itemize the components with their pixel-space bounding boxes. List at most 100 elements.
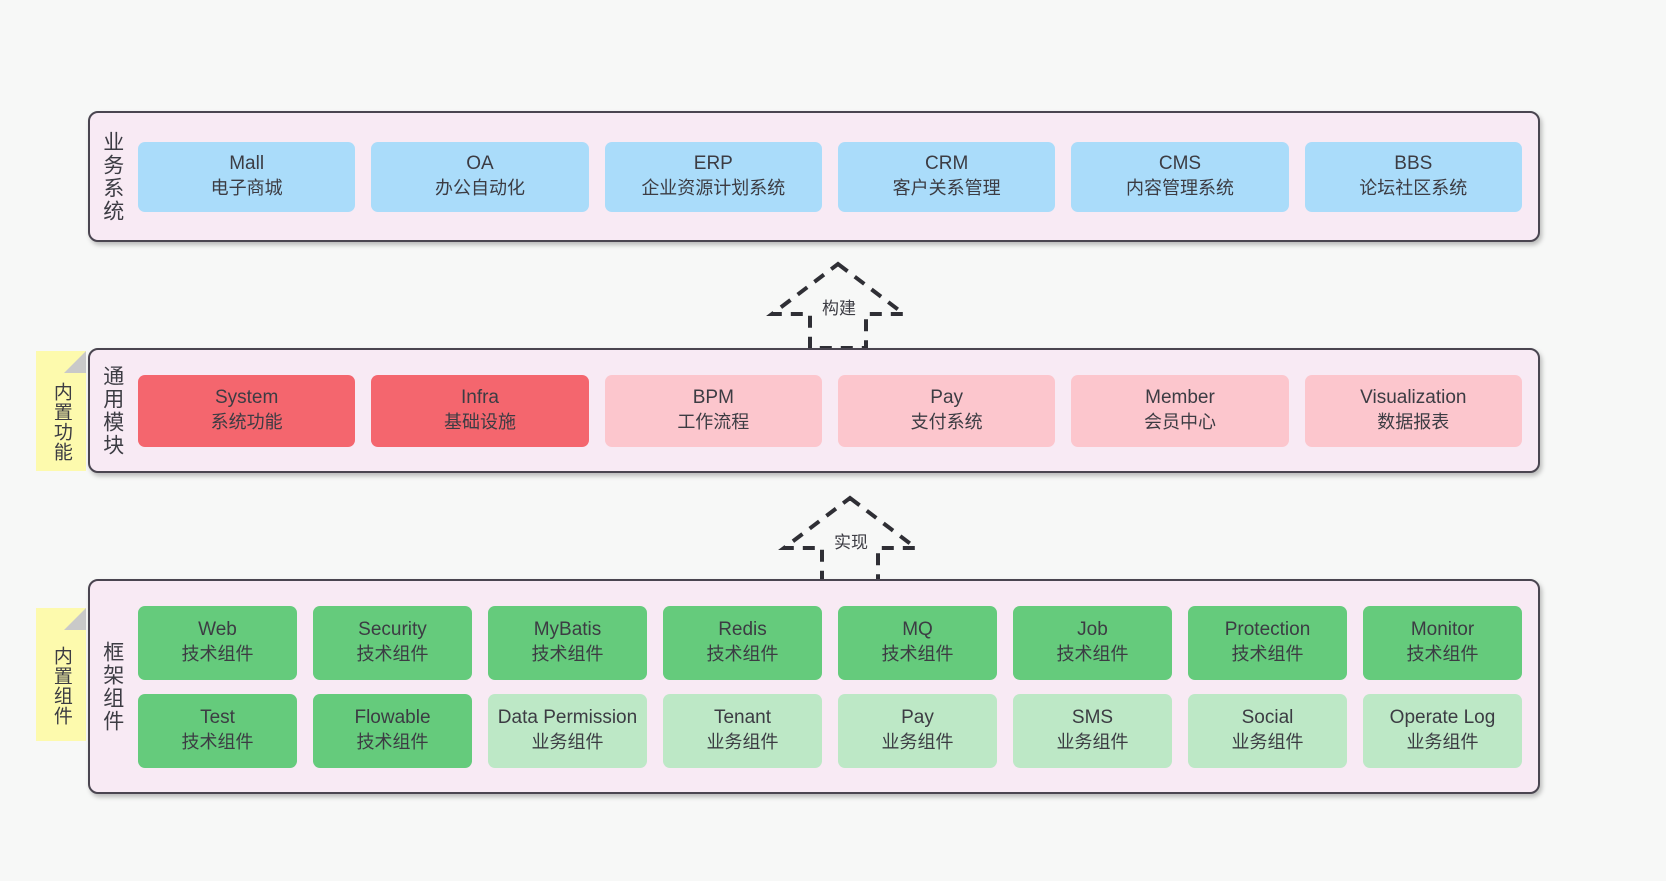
node-bpm[interactable]: BPM 工作流程 bbox=[604, 374, 822, 447]
node-visualization[interactable]: Visualization 数据报表 bbox=[1304, 374, 1522, 447]
node-title: BBS bbox=[1394, 153, 1433, 175]
node-title: Redis bbox=[718, 619, 767, 641]
node-title: Flowable bbox=[354, 707, 431, 729]
node-title: SMS bbox=[1071, 707, 1114, 729]
node-title: System bbox=[214, 387, 279, 409]
node-subtitle: 办公自动化 bbox=[434, 178, 525, 199]
node-test[interactable]: Test 技术组件 bbox=[138, 693, 297, 768]
node-title: MyBatis bbox=[533, 619, 602, 641]
section-label-business-systems: 业务系统 bbox=[100, 130, 124, 223]
node-title: CRM bbox=[925, 153, 969, 175]
node-flowable[interactable]: Flowable 技术组件 bbox=[313, 693, 472, 768]
node-redis[interactable]: Redis 技术组件 bbox=[663, 605, 822, 680]
node-title: Job bbox=[1077, 619, 1108, 641]
node-web[interactable]: Web 技术组件 bbox=[138, 605, 297, 680]
node-title: Infra bbox=[460, 387, 499, 409]
node-title: Mall bbox=[229, 153, 265, 175]
section-body-common-modules: System 系统功能 Infra 基础设施 BPM 工作流程 Pay 支付系统 Member 会… bbox=[134, 350, 1538, 471]
node-subtitle: 客户关系管理 bbox=[892, 178, 1001, 199]
node-title: Tenant bbox=[713, 707, 772, 729]
node-title: CMS bbox=[1158, 153, 1202, 175]
connector-implement-label: 实现 bbox=[832, 528, 870, 553]
tag-builtin-feature-label: 内置功能 bbox=[50, 382, 72, 462]
node-subtitle: 会员中心 bbox=[1143, 412, 1216, 433]
node-title: ERP bbox=[693, 153, 733, 175]
node-subtitle: 业务组件 bbox=[1056, 732, 1129, 753]
node-sms[interactable]: SMS 业务组件 bbox=[1013, 693, 1172, 768]
tag-builtin-component-label: 内置组件 bbox=[50, 645, 72, 726]
node-title: Web bbox=[198, 619, 237, 641]
node-title: Pay bbox=[901, 707, 934, 729]
section-label-common-modules: 通用模块 bbox=[100, 364, 124, 457]
node-subtitle: 工作流程 bbox=[677, 412, 750, 433]
node-subtitle: 电子商城 bbox=[210, 178, 283, 199]
node-title: MQ bbox=[902, 619, 933, 641]
node-mybatis[interactable]: MyBatis 技术组件 bbox=[488, 605, 647, 680]
node-subtitle: 业务组件 bbox=[1406, 732, 1479, 753]
node-crm[interactable]: CRM 客户关系管理 bbox=[837, 141, 1056, 212]
node-bbs[interactable]: BBS 论坛社区系统 bbox=[1304, 141, 1522, 212]
section-label-framework-components: 框架组件 bbox=[100, 640, 124, 733]
node-subtitle: 技术组件 bbox=[181, 732, 254, 753]
node-title: Pay bbox=[930, 387, 964, 409]
node-data-permission[interactable]: Data Permission 业务组件 bbox=[488, 693, 647, 768]
node-oa[interactable]: OA 办公自动化 bbox=[371, 141, 589, 212]
node-social[interactable]: Social 业务组件 bbox=[1188, 693, 1347, 768]
connector-build-label: 构建 bbox=[820, 294, 858, 319]
node-subtitle: 技术组件 bbox=[1056, 644, 1129, 665]
node-subtitle: 企业资源计划系统 bbox=[641, 178, 786, 199]
node-mall[interactable]: Mall 电子商城 bbox=[138, 141, 356, 212]
node-system[interactable]: System 系统功能 bbox=[138, 374, 356, 447]
node-subtitle: 技术组件 bbox=[181, 644, 254, 665]
node-job[interactable]: Job 技术组件 bbox=[1013, 605, 1172, 680]
node-title: Data Permission bbox=[497, 707, 638, 729]
node-subtitle: 支付系统 bbox=[910, 412, 983, 433]
node-title: Test bbox=[200, 707, 235, 729]
node-infra[interactable]: Infra 基础设施 bbox=[371, 374, 589, 447]
node-pay[interactable]: Pay 业务组件 bbox=[838, 693, 997, 768]
node-subtitle: 技术组件 bbox=[356, 732, 429, 753]
node-subtitle: 技术组件 bbox=[706, 644, 779, 665]
node-member[interactable]: Member 会员中心 bbox=[1071, 374, 1289, 447]
common-modules-row: System 系统功能 Infra 基础设施 BPM 工作流程 Pay 支付系统 Member 会… bbox=[138, 374, 1522, 447]
node-title: OA bbox=[466, 153, 494, 175]
section-common-modules: 通用模块 System 系统功能 Infra 基础设施 BPM 工作流程 Pay 支付系统 Me… bbox=[88, 348, 1540, 473]
node-subtitle: 系统功能 bbox=[210, 412, 283, 433]
node-subtitle: 论坛社区系统 bbox=[1359, 178, 1468, 199]
node-erp[interactable]: ERP 企业资源计划系统 bbox=[604, 141, 822, 212]
tag-builtin-component: 内置组件 bbox=[36, 608, 86, 741]
node-monitor[interactable]: Monitor 技术组件 bbox=[1363, 605, 1522, 680]
node-subtitle: 技术组件 bbox=[1406, 644, 1479, 665]
node-title: Social bbox=[1241, 707, 1294, 729]
node-operate-log[interactable]: Operate Log 业务组件 bbox=[1363, 693, 1522, 768]
node-subtitle: 业务组件 bbox=[1231, 732, 1304, 753]
node-subtitle: 基础设施 bbox=[443, 412, 516, 433]
node-subtitle: 业务组件 bbox=[531, 732, 604, 753]
node-title: Monitor bbox=[1410, 619, 1475, 641]
node-subtitle: 业务组件 bbox=[881, 732, 954, 753]
section-business-systems: 业务系统 Mall 电子商城 OA 办公自动化 ERP 企业资源计划系统 CRM 客户关系管理… bbox=[88, 111, 1540, 242]
node-subtitle: 技术组件 bbox=[1231, 644, 1304, 665]
build-arrow-shape bbox=[766, 261, 910, 350]
node-title: Member bbox=[1145, 387, 1215, 409]
node-pay[interactable]: Pay 支付系统 bbox=[837, 374, 1056, 447]
framework-business-row: Test 技术组件 Flowable 技术组件 Data Permission 业务组件 T… bbox=[138, 693, 1522, 768]
node-title: Visualization bbox=[1360, 387, 1467, 409]
node-subtitle: 数据报表 bbox=[1377, 412, 1450, 433]
connector-implement: 实现 bbox=[770, 492, 930, 584]
node-title: Operate Log bbox=[1389, 707, 1496, 729]
connector-build: 构建 bbox=[758, 258, 918, 350]
node-title: BPM bbox=[692, 387, 734, 409]
node-subtitle: 技术组件 bbox=[531, 644, 604, 665]
